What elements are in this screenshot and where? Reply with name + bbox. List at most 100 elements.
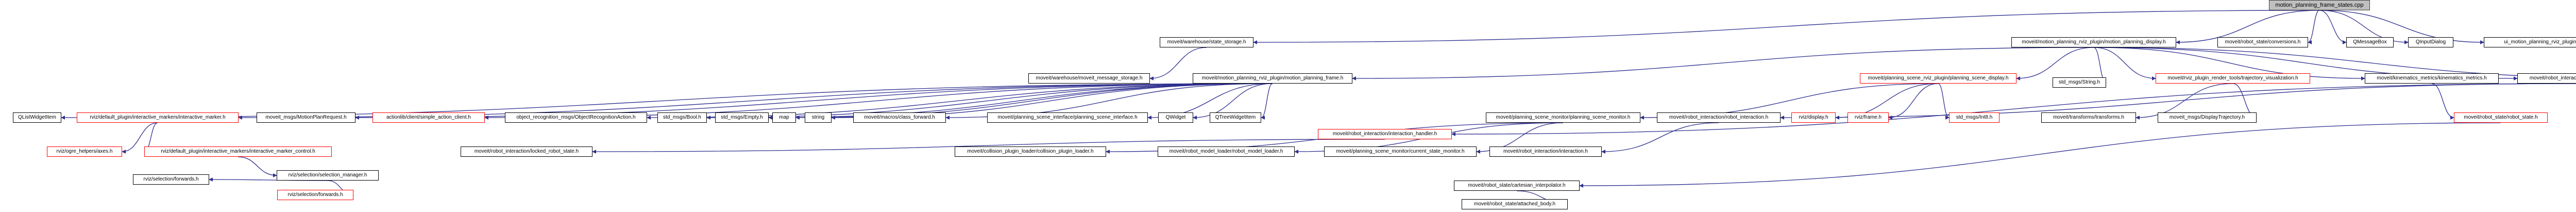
graph-node[interactable]: moveit/transforms/transforms.h xyxy=(2041,112,2136,123)
graph-node-label: moveit/planning_scene_rviz_plugin/planni… xyxy=(1868,75,2009,81)
graph-edge xyxy=(1261,83,1273,120)
graph-edge xyxy=(1451,83,2576,136)
graph-node[interactable]: std_msgs/Bool.h xyxy=(657,112,707,123)
graph-node[interactable]: rviz/selection/forwards.h xyxy=(277,190,353,200)
graph-node[interactable]: moveit/robot_interaction/locked_robot_st… xyxy=(461,146,592,157)
graph-edge xyxy=(2431,83,2454,120)
graph-node-label: actionlib/client/simple_action_client.h xyxy=(386,115,471,120)
graph-node[interactable]: rviz/display.h xyxy=(1791,112,1836,123)
graph-node[interactable]: moveit/robot_interaction/robot_interacti… xyxy=(2517,73,2576,84)
graph-node-label: std_msgs/Bool.h xyxy=(663,115,701,120)
graph-node[interactable]: rviz/ogre_helpers/axes.h xyxy=(47,146,122,157)
graph-node[interactable]: moveit/robot_state/attached_body.h xyxy=(1462,199,1568,209)
graph-node-label: rviz/default_plugin/interactive_markers/… xyxy=(161,149,315,154)
graph-node[interactable]: moveit/robot_interaction/robot_interacti… xyxy=(1657,112,1781,123)
graph-edge xyxy=(238,156,277,177)
graph-node[interactable]: moveit/robot_interaction/interaction_han… xyxy=(1318,129,1452,139)
graph-node-label: std_msgs/String.h xyxy=(2058,79,2100,85)
graph-edge xyxy=(1938,83,1950,120)
graph-node[interactable]: moveit/robot_interaction/interaction.h xyxy=(1489,146,1602,157)
graph-node[interactable]: moveit_msgs/DisplayTrajectory.h xyxy=(2158,112,2257,123)
graph-edge xyxy=(1601,122,1719,154)
graph-node[interactable]: rviz/default_plugin/interactive_markers/… xyxy=(77,112,239,123)
graph-node-label: moveit/planning_scene_monitor/current_st… xyxy=(1336,149,1465,154)
graph-node-label: motion_planning_frame_states.cpp xyxy=(2275,2,2364,8)
graph-node[interactable]: moveit/planning_scene_monitor/planning_s… xyxy=(1486,112,1640,123)
graph-edge xyxy=(1888,83,1939,120)
graph-node[interactable]: ui_motion_planning_rviz_plugin_frame.h xyxy=(2484,37,2576,47)
graph-node-label: moveit/rviz_plugin_render_tools/trajecto… xyxy=(2167,75,2298,81)
graph-node-root[interactable]: motion_planning_frame_states.cpp xyxy=(2269,0,2370,10)
graph-node-label: moveit/motion_planning_rviz_plugin/motio… xyxy=(1201,75,1344,81)
graph-node[interactable]: rviz/selection/forwards.h xyxy=(133,174,209,185)
graph-node[interactable]: moveit/robot_state/cartesian_interpolato… xyxy=(1454,181,1580,191)
graph-node[interactable]: std_msgs/String.h xyxy=(2053,77,2106,88)
graph-node[interactable]: moveit/motion_planning_rviz_plugin/motio… xyxy=(2011,37,2176,47)
graph-node[interactable]: map xyxy=(772,112,796,123)
graph-node[interactable]: std_msgs/Int8.h xyxy=(1949,112,1999,123)
graph-node[interactable]: QMessageBox xyxy=(2346,37,2394,47)
graph-node[interactable]: std_msgs/Empty.h xyxy=(715,112,769,123)
graph-node[interactable]: moveit_msgs/MotionPlanRequest.h xyxy=(257,112,355,123)
graph-edge xyxy=(2016,47,2094,80)
graph-node[interactable]: string xyxy=(805,112,832,123)
graph-node[interactable]: moveit/motion_planning_rviz_plugin/motio… xyxy=(1193,73,1352,84)
graph-node-label: QListWidgetItem xyxy=(18,115,56,120)
graph-node[interactable]: moveit/planning_scene_rviz_plugin/planni… xyxy=(1860,73,2016,84)
graph-node[interactable]: moveit/macros/class_forward.h xyxy=(853,112,946,123)
graph-node[interactable]: moveit/planning_scene_interface/planning… xyxy=(987,112,1148,123)
graph-node[interactable]: rviz/frame.h xyxy=(1848,112,1889,123)
graph-node-label: moveit/motion_planning_rviz_plugin/motio… xyxy=(2022,39,2166,45)
graph-node-label: QMessageBox xyxy=(2353,39,2387,45)
graph-node[interactable]: QTreeWidgetItem xyxy=(1210,112,1261,123)
graph-node-label: moveit/warehouse/moveit_message_storage.… xyxy=(1036,75,1143,81)
graph-node-label: moveit/planning_scene_monitor/planning_s… xyxy=(1496,115,1631,120)
graph-node-label: object_recognition_msgs/ObjectRecognitio… xyxy=(516,115,636,120)
graph-node[interactable]: moveit/planning_scene_monitor/current_st… xyxy=(1324,146,1477,157)
graph-node-label: ui_motion_planning_rviz_plugin_frame.h xyxy=(2504,39,2576,45)
graph-node[interactable]: QWidget xyxy=(1158,112,1193,123)
graph-node-label: std_msgs/Int8.h xyxy=(1956,115,1993,120)
graph-node[interactable]: moveit/robot_state/conversions.h xyxy=(2217,37,2308,47)
graph-node-label: moveit/macros/class_forward.h xyxy=(864,115,935,120)
graph-node-label: rviz/selection/forwards.h xyxy=(143,176,199,182)
graph-edge xyxy=(1579,122,2501,188)
graph-node-label: moveit_msgs/DisplayTrajectory.h xyxy=(2169,115,2245,120)
graph-node-label: moveit/collision_plugin_loader/collision… xyxy=(967,149,1094,154)
graph-node-label: moveit/robot_state/robot_state.h xyxy=(2464,115,2538,120)
graph-node-label: moveit/robot_state/cartesian_interpolato… xyxy=(1468,183,1566,188)
graph-node[interactable]: QListWidgetItem xyxy=(13,112,61,123)
graph-node-label: moveit/robot_interaction/interaction.h xyxy=(1503,149,1588,154)
graph-node[interactable]: rviz/default_plugin/interactive_markers/… xyxy=(144,146,332,157)
graph-node-label: QInputDialog xyxy=(2415,39,2446,45)
graph-node[interactable]: moveit/collision_plugin_loader/collision… xyxy=(955,146,1106,157)
graph-node[interactable]: object_recognition_msgs/ObjectRecognitio… xyxy=(505,112,647,123)
graph-node-label: map xyxy=(779,115,789,120)
graph-edge xyxy=(2308,10,2320,44)
graph-node-label: moveit/kinematics_metrics/kinematics_met… xyxy=(2377,75,2487,81)
graph-edge xyxy=(2093,47,2156,80)
graph-node[interactable]: moveit/rviz_plugin_render_tools/trajecto… xyxy=(2156,73,2310,84)
graph-node-label: rviz/selection/forwards.h xyxy=(287,192,343,198)
graph-node-label: rviz/default_plugin/interactive_markers/… xyxy=(90,115,226,120)
graph-node-label: rviz/ogre_helpers/axes.h xyxy=(56,149,113,154)
graph-node[interactable]: moveit/robot_state/robot_state.h xyxy=(2454,112,2548,123)
graph-node[interactable]: QInputDialog xyxy=(2408,37,2453,47)
graph-node-label: moveit/robot_interaction/interaction_han… xyxy=(1332,131,1437,137)
graph-node[interactable]: rviz/selection/selection_manager.h xyxy=(277,170,379,181)
graph-node[interactable]: actionlib/client/simple_action_client.h xyxy=(372,112,485,123)
graph-node[interactable]: moveit/warehouse/moveit_message_storage.… xyxy=(1028,73,1150,84)
graph-node-label: rviz/display.h xyxy=(1799,115,1828,120)
graph-node-label: moveit/robot_interaction/robot_interacti… xyxy=(1669,115,1769,120)
graph-node-label: moveit/planning_scene_interface/planning… xyxy=(997,115,1138,120)
graph-node-label: moveit/robot_model_loader/robot_model_lo… xyxy=(1169,149,1283,154)
graph-node-label: moveit/transforms/transforms.h xyxy=(2053,115,2124,120)
graph-edge xyxy=(2319,10,2347,44)
graph-node[interactable]: moveit/robot_model_loader/robot_model_lo… xyxy=(1158,146,1295,157)
graph-node[interactable]: moveit/kinematics_metrics/kinematics_met… xyxy=(2365,73,2499,84)
graph-node-label: moveit/robot_state/conversions.h xyxy=(2225,39,2301,45)
graph-node-label: moveit/robot_interaction/robot_interacti… xyxy=(2529,75,2576,81)
graph-node[interactable]: moveit/warehouse/state_storage.h xyxy=(1160,37,1253,47)
graph-node-label: moveit/robot_interaction/locked_robot_st… xyxy=(474,149,579,154)
